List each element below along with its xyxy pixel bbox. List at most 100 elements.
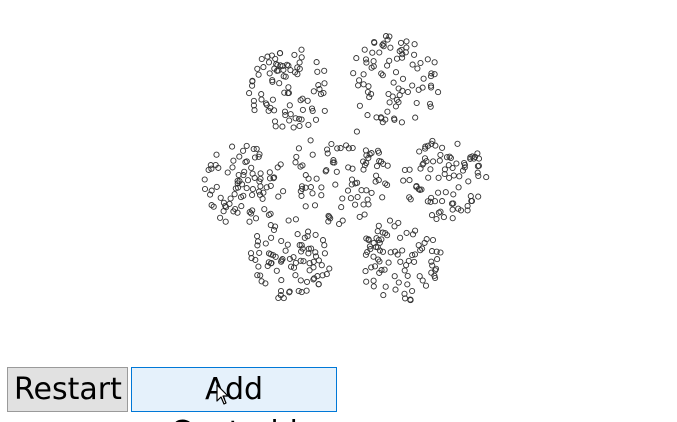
data-point: [439, 144, 446, 151]
data-point: [294, 64, 301, 71]
data-point: [397, 39, 405, 46]
data-point: [318, 262, 325, 269]
data-point: [271, 118, 279, 125]
data-point: [319, 237, 327, 244]
data-point: [263, 184, 270, 191]
data-point: [368, 264, 375, 271]
data-point: [393, 55, 401, 62]
data-point: [257, 272, 264, 279]
data-point: [372, 178, 379, 185]
data-point: [345, 145, 352, 152]
data-point: [205, 166, 212, 173]
data-point: [379, 41, 386, 49]
data-point: [403, 38, 410, 45]
data-point: [412, 114, 419, 121]
data-point: [287, 111, 294, 118]
data-point: [431, 198, 439, 205]
data-point: [312, 249, 319, 256]
data-point: [446, 174, 453, 181]
scatter-canvas[interactable]: [0, 0, 677, 350]
data-point: [426, 100, 434, 107]
data-point: [297, 277, 304, 284]
data-point: [399, 51, 406, 58]
data-point: [284, 241, 291, 248]
data-point: [380, 292, 387, 299]
data-point: [399, 75, 407, 82]
data-point: [250, 145, 257, 153]
data-point: [475, 162, 482, 169]
data-point: [353, 128, 360, 135]
data-point: [373, 163, 381, 170]
data-point: [281, 108, 289, 115]
data-point: [207, 191, 214, 198]
data-point: [401, 290, 408, 297]
data-point: [285, 84, 292, 91]
data-point: [240, 147, 247, 154]
data-point: [273, 267, 280, 274]
data-point: [428, 140, 435, 147]
data-point: [227, 195, 234, 202]
data-point: [392, 286, 399, 293]
data-point: [208, 165, 215, 172]
data-point: [298, 54, 305, 61]
data-point: [428, 194, 435, 201]
data-point: [240, 172, 247, 179]
data-point: [424, 198, 431, 205]
data-point: [379, 194, 386, 201]
data-point: [264, 53, 271, 60]
data-point: [431, 59, 438, 66]
data-point: [234, 209, 241, 216]
data-point: [260, 189, 267, 196]
data-point: [308, 245, 315, 252]
data-point: [425, 174, 432, 181]
data-point: [268, 234, 275, 241]
data-point: [375, 177, 382, 184]
data-point: [409, 287, 416, 295]
data-point: [391, 273, 398, 280]
data-point: [256, 151, 263, 158]
data-point: [375, 237, 382, 244]
data-point: [401, 166, 408, 174]
data-point: [336, 220, 343, 228]
data-point: [417, 59, 424, 67]
data-point: [349, 165, 356, 172]
restart-button[interactable]: Restart: [7, 367, 128, 412]
data-point: [427, 73, 435, 80]
data-point: [333, 168, 340, 175]
data-point: [363, 278, 370, 285]
data-point: [361, 46, 368, 53]
data-point: [315, 281, 322, 288]
data-point: [370, 58, 377, 65]
data-point: [374, 244, 381, 251]
data-point: [392, 103, 399, 110]
data-point: [443, 154, 451, 161]
data-point: [350, 70, 357, 77]
data-point: [297, 97, 304, 104]
data-point: [370, 277, 377, 284]
data-point: [386, 33, 393, 40]
data-point: [307, 184, 314, 191]
data-point: [267, 182, 274, 189]
data-point: [365, 83, 372, 90]
data-point: [265, 250, 273, 257]
data-point: [207, 162, 214, 169]
data-point: [428, 70, 435, 77]
data-point: [275, 193, 282, 200]
data-point: [298, 248, 305, 255]
data-point: [313, 175, 320, 182]
data-point: [284, 90, 291, 97]
data-point: [371, 38, 378, 46]
data-point: [250, 97, 257, 104]
data-point: [312, 253, 320, 260]
data-point: [312, 116, 320, 123]
data-point: [390, 79, 397, 86]
data-point: [376, 157, 383, 165]
data-point: [406, 166, 413, 173]
data-point: [376, 49, 383, 56]
data-point: [238, 203, 245, 210]
data-point: [277, 287, 285, 295]
data-point: [217, 214, 224, 221]
add-centroid-button[interactable]: Add Centroid: [131, 367, 337, 422]
data-point: [379, 248, 387, 255]
data-point: [305, 121, 312, 128]
